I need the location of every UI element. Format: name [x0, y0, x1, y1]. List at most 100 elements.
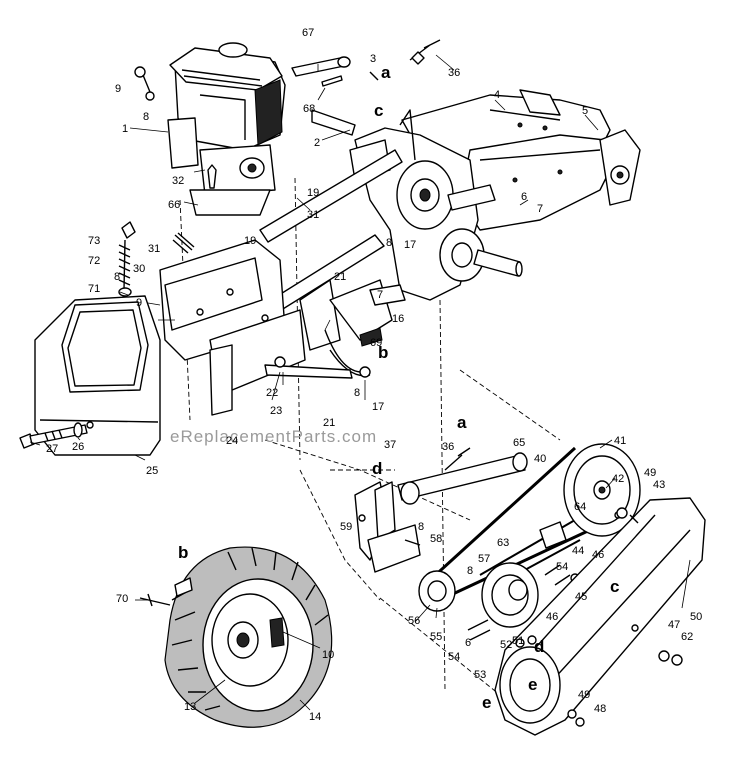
callout-d-mid: d [372, 459, 382, 478]
label-part-6: 6 [521, 191, 527, 203]
label-part-36: 36 [448, 67, 460, 79]
label-part-50: 50 [690, 611, 702, 623]
label-part-17-b: 17 [372, 401, 384, 413]
label-part-22: 22 [266, 387, 278, 399]
leader-lines [29, 54, 691, 711]
label-part-44: 44 [572, 545, 584, 557]
label-part-62: 62 [681, 631, 693, 643]
spring-assembly [118, 221, 195, 297]
label-part-66: 66 [168, 199, 180, 211]
label-part-49-b: 49 [578, 689, 590, 701]
tine-shield-flap [34, 295, 161, 456]
label-part-7: 7 [537, 203, 543, 215]
label-part-9-b: 9 [136, 297, 142, 309]
label-part-53: 53 [474, 669, 486, 681]
label-part-64: 64 [574, 501, 586, 513]
label-part-52: 52 [500, 639, 512, 651]
label-part-49: 49 [644, 467, 656, 479]
label-part-8-b: 8 [114, 271, 120, 283]
label-part-23: 23 [270, 405, 282, 417]
idler-arm [397, 447, 528, 505]
label-part-71: 71 [88, 283, 100, 295]
label-part-30: 30 [133, 263, 145, 275]
callout-c-right: c [610, 577, 619, 596]
label-part-19: 19 [307, 187, 319, 199]
label-part-54-b: 54 [448, 651, 460, 663]
callout-b-wheel: b [178, 543, 188, 562]
callout-letters: a c b a d c d e e b [178, 63, 619, 712]
wheel-tire [139, 546, 333, 728]
callout-e-cover: e [528, 675, 537, 694]
label-part-19-b: 19 [244, 235, 256, 247]
label-part-3: 3 [370, 53, 376, 65]
watermark: eReplacementParts.com [170, 427, 377, 446]
label-part-46: 46 [592, 549, 604, 561]
label-part-21-b: 21 [323, 417, 335, 429]
label-part-2: 2 [314, 137, 320, 149]
label-part-65: 65 [513, 437, 525, 449]
label-part-59: 59 [340, 521, 352, 533]
frame-bars [254, 149, 406, 377]
part-number-labels: 1 2 3 4 5 6 7 8 9 17 19 31 19 73 31 72 3… [46, 27, 702, 723]
label-part-5: 5 [582, 105, 588, 117]
label-part-46-b: 46 [546, 611, 558, 623]
label-part-36-b: 36 [442, 441, 454, 453]
label-part-1: 1 [122, 123, 128, 135]
label-part-4: 4 [494, 89, 500, 101]
label-part-72: 72 [88, 255, 100, 267]
label-part-21: 21 [334, 271, 346, 283]
label-part-56: 56 [408, 615, 420, 627]
label-part-42: 42 [612, 473, 624, 485]
label-part-13: 13 [184, 701, 196, 713]
label-part-25: 25 [146, 465, 158, 477]
engine [167, 42, 286, 216]
label-part-16: 16 [392, 313, 404, 325]
label-part-14: 14 [309, 711, 321, 723]
label-part-55: 55 [430, 631, 442, 643]
callout-e-bottom: e [482, 693, 491, 712]
label-part-17: 17 [404, 239, 416, 251]
label-part-31: 31 [307, 209, 319, 221]
label-part-54: 54 [556, 561, 568, 573]
label-part-9: 9 [115, 83, 121, 95]
label-part-7-b: 7 [377, 289, 383, 301]
label-part-8: 8 [143, 111, 149, 123]
label-part-6-b: 6 [465, 637, 471, 649]
label-part-45: 45 [575, 591, 587, 603]
gear-case [311, 109, 523, 301]
label-part-37: 37 [384, 439, 396, 451]
belt-drive [418, 443, 641, 628]
bolt-assembly [19, 422, 88, 449]
label-part-40: 40 [534, 453, 546, 465]
engine-mount-chassis [159, 239, 371, 416]
label-part-69: 69 [370, 337, 382, 349]
callout-c-top: c [374, 101, 383, 120]
label-part-8-d: 8 [354, 387, 360, 399]
label-part-27: 27 [46, 443, 58, 455]
label-part-26: 26 [72, 441, 84, 453]
label-part-68: 68 [303, 103, 315, 115]
label-part-10: 10 [322, 649, 334, 661]
label-part-24: 24 [226, 435, 238, 447]
label-part-32: 32 [172, 175, 184, 187]
fasteners-top-left [134, 66, 155, 101]
belt-cover [494, 497, 706, 736]
label-part-67: 67 [302, 27, 314, 39]
label-part-8-f: 8 [467, 565, 473, 577]
label-part-8-c: 8 [386, 237, 392, 249]
label-part-31-b: 31 [148, 243, 160, 255]
label-part-58: 58 [430, 533, 442, 545]
label-part-70: 70 [116, 593, 128, 605]
label-part-73: 73 [88, 235, 100, 247]
mount-bracket [354, 481, 421, 573]
label-part-41: 41 [614, 435, 626, 447]
label-part-63: 63 [497, 537, 509, 549]
callout-a-top: a [381, 63, 391, 82]
label-part-43: 43 [653, 479, 665, 491]
callout-b-mid: b [378, 343, 388, 362]
hardware-right [467, 507, 683, 727]
label-part-57: 57 [478, 553, 490, 565]
callout-a-mid: a [457, 413, 467, 432]
